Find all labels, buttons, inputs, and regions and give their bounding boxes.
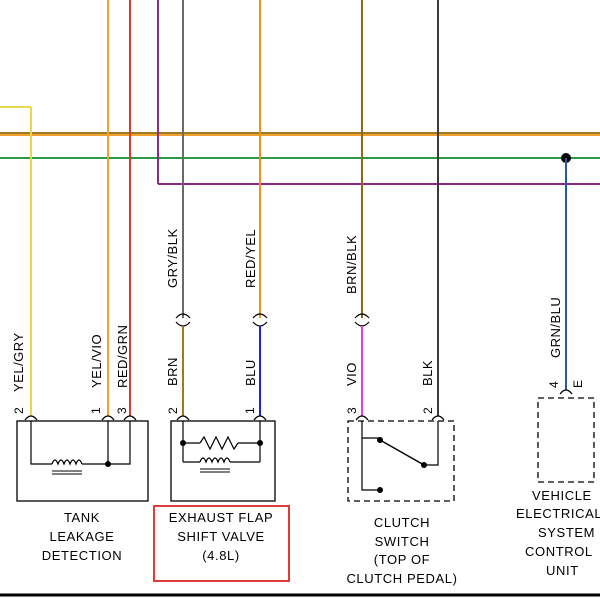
caption-clutch-line2: SWITCH [375,534,430,549]
pin-number-vecu-e: E [571,380,585,388]
caption-tank-line2: LEAKAGE [50,529,115,544]
caption-flap-line3: (4.8L) [202,548,240,563]
highlight-box [153,505,290,582]
wire-label-blk: BLK [420,360,435,386]
pin-number-clutch-3: 3 [345,407,359,414]
pin-number-flap-2: 2 [166,407,180,414]
caption-clutch-line3: (TOP OF [374,552,430,567]
caption-tank-line3: DETECTION [42,548,123,563]
caption-vecu-line3: SYSTEM [538,525,595,540]
wire-label-red-yel: RED/YEL [243,229,258,288]
pin-number-tank-3: 3 [115,407,129,414]
wire-label-vio: VIO [344,362,359,386]
caption-flap-line2: SHIFT VALVE [177,529,265,544]
vehicle-electrical-system-control-unit-component [537,397,595,483]
wire-label-gry-blk: GRY/BLK [165,228,180,288]
pin-arcs [24,389,573,421]
wire-label-grn-blu: GRN/BLU [548,297,563,358]
caption-vecu-line4: CONTROL [525,544,593,559]
pin-number-tank-2: 2 [12,407,26,414]
clutch-switch-component [347,420,455,502]
wire-label-yel-vio: YEL/VIO [89,334,104,388]
caption-flap-line1: EXHAUST FLAP [169,510,274,525]
caption-vecu-line1: VEHICLE [532,488,592,503]
caption-clutch-line4: CLUTCH PEDAL) [346,571,457,586]
caption-clutch-line1: CLUTCH [374,515,430,530]
pin-number-clutch-2: 2 [421,407,435,414]
wire-label-blu: BLU [243,359,258,386]
caption-tank-line1: TANK [64,510,100,525]
pin-number-tank-1: 1 [89,407,103,414]
wire-label-yel-gry: YEL/GRY [11,332,26,392]
pin-number-flap-1: 1 [243,407,257,414]
tank-leakage-detection-component [16,420,149,502]
exhaust-flap-shift-valve-component [170,420,276,502]
wire-label-brn: BRN [165,357,180,386]
caption-vecu-line2: ELECTRICAL [516,506,600,521]
pin-number-vecu-4: 4 [547,381,561,388]
wire-label-red-grn: RED/GRN [115,325,130,388]
caption-vecu-line5: UNIT [546,563,579,578]
wire-label-brn-blk: BRN/BLK [344,235,359,294]
